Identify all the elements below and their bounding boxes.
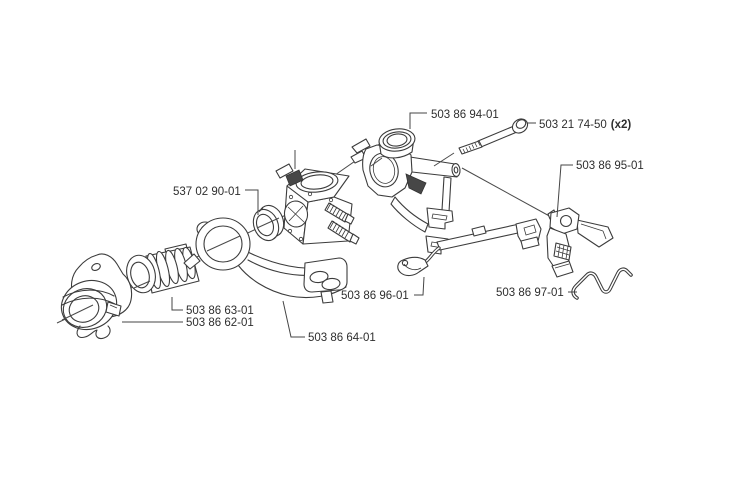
callout-503-21-74-50-qty: (x2) bbox=[611, 119, 632, 131]
callout-503-86-95-01: 503 86 95-01 bbox=[576, 160, 644, 172]
callout-503-86-97-01: 503 86 97-01 bbox=[496, 287, 564, 299]
callout-503-86-64-01: 503 86 64-01 bbox=[308, 332, 376, 344]
axis-lines-over bbox=[61, 150, 383, 321]
callout-503-86-94-01-text: 503 86 94-01 bbox=[431, 109, 499, 121]
callout-503-86-96-01-text: 503 86 96-01 bbox=[341, 290, 409, 302]
part-spacer-ring bbox=[252, 204, 285, 242]
part-wire-spring bbox=[571, 267, 633, 300]
callout-503-86-94-01: 503 86 94-01 bbox=[431, 109, 499, 121]
part-intake-boot bbox=[126, 243, 200, 294]
callout-537-02-90-01-text: 537 02 90-01 bbox=[173, 186, 241, 198]
callout-503-86-63-01-text: 503 86 63-01 bbox=[186, 305, 254, 317]
callout-503-86-64-01-text: 503 86 64-01 bbox=[308, 332, 376, 344]
callout-503-86-95-01-text: 503 86 95-01 bbox=[576, 160, 644, 172]
callout-503-86-96-01: 503 86 96-01 bbox=[341, 290, 409, 302]
callout-503-86-97-01-text: 503 86 97-01 bbox=[496, 287, 564, 299]
callout-503-86-62-01-text: 503 86 62-01 bbox=[186, 317, 254, 329]
part-intake-flange-holder bbox=[60, 253, 133, 340]
part-choke-lever bbox=[461, 167, 614, 278]
part-carburetor bbox=[275, 163, 360, 245]
callout-503-21-74-50: 503 21 74-50 (x2) bbox=[539, 119, 631, 131]
callout-503-86-63-01: 503 86 63-01 bbox=[186, 305, 254, 317]
callout-537-02-90-01: 537 02 90-01 bbox=[173, 186, 241, 198]
callout-503-86-62-01: 503 86 62-01 bbox=[186, 317, 254, 329]
part-screw bbox=[433, 118, 529, 167]
part-choke-rod-rail bbox=[397, 218, 542, 277]
carburetor-mounting-studs bbox=[324, 202, 360, 245]
callout-503-21-74-50-text: 503 21 74-50 bbox=[539, 119, 607, 131]
part-airfilter-base-bracket bbox=[350, 128, 461, 255]
callouts: 537 02 90-01 503 86 94-01 503 21 74-50 (x… bbox=[173, 109, 644, 344]
leader-lines bbox=[122, 112, 577, 338]
